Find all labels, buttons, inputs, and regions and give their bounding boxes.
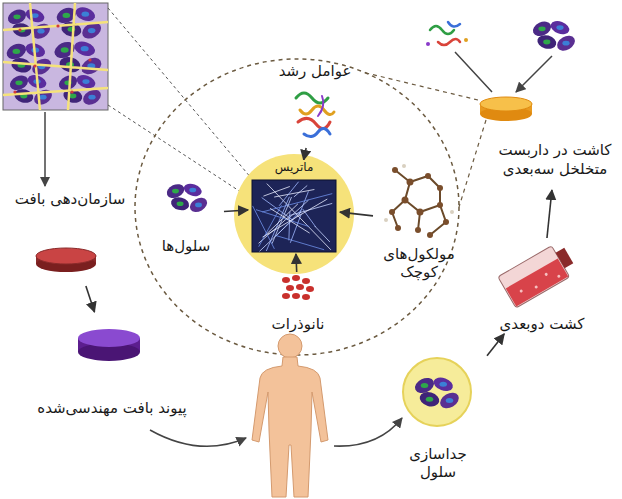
arrow-connector <box>295 254 297 272</box>
small-molecule-icon <box>384 164 454 238</box>
culture-flask <box>498 241 578 308</box>
engineered-graft: پیوند بافت مهندسی‌شده <box>14 312 210 418</box>
arrow-connector <box>547 190 552 238</box>
arrow-connector <box>304 148 306 160</box>
node-label: سلول‌ها <box>160 237 213 256</box>
matrix-fibers <box>253 182 333 252</box>
matrix: ماتریس <box>248 160 340 254</box>
growth-factor-icon <box>426 22 468 46</box>
scaffold-disc <box>480 97 532 121</box>
arrow <box>455 52 552 92</box>
cell-isolation-dish <box>403 358 471 426</box>
nanoparticles: نانوذرات <box>262 272 334 334</box>
tissue-dish <box>36 248 96 272</box>
cell-isolation: جداسازی سلول <box>389 354 487 482</box>
graft-disc <box>78 329 140 361</box>
node-label: مولکول‌های کوچک <box>376 245 462 283</box>
small-molecules: مولکول‌های کوچک <box>373 160 465 282</box>
node-label: نانوذرات <box>270 315 327 334</box>
tissue-organization: سازمان‌دهی بافت <box>4 190 136 286</box>
arrow <box>44 112 46 186</box>
zoom-line <box>362 72 486 207</box>
tissue-zoom <box>3 3 108 110</box>
node-label: پیوند بافت مهندسی‌شده <box>35 399 188 418</box>
nanoparticle-icon <box>282 275 314 300</box>
arrow-connector <box>224 210 248 212</box>
node-label: جداسازی سلول <box>392 445 484 483</box>
scaffold-seeding: کاشت در داربست متخلخل سه‌بعدی <box>490 130 620 190</box>
node-label: کشت دوبعدی <box>498 315 587 334</box>
matrix-square <box>252 180 336 252</box>
2d-culture: کشت دوبعدی <box>486 238 598 334</box>
human-figure <box>252 334 328 497</box>
dashed-circle <box>135 59 459 355</box>
matrix-disc <box>234 154 354 274</box>
cells-icon <box>531 19 578 54</box>
cells-icon <box>164 181 209 215</box>
node-label: ماتریس <box>273 160 316 175</box>
arrow <box>150 430 246 446</box>
growth-factor-icon <box>296 93 334 137</box>
cells: سلول‌ها <box>148 172 224 256</box>
node-label: عوامل رشد <box>277 62 354 81</box>
node-label: کاشت در داربست متخلخل سه‌بعدی <box>493 141 617 179</box>
arrow <box>334 418 402 446</box>
growth-factors: عوامل رشد <box>272 62 358 148</box>
arrow-connector <box>340 212 373 216</box>
arrow-connector <box>487 334 504 356</box>
arrow-connector <box>86 286 95 312</box>
node-label: سازمان‌دهی بافت <box>13 190 128 209</box>
zoom-line <box>108 8 252 198</box>
